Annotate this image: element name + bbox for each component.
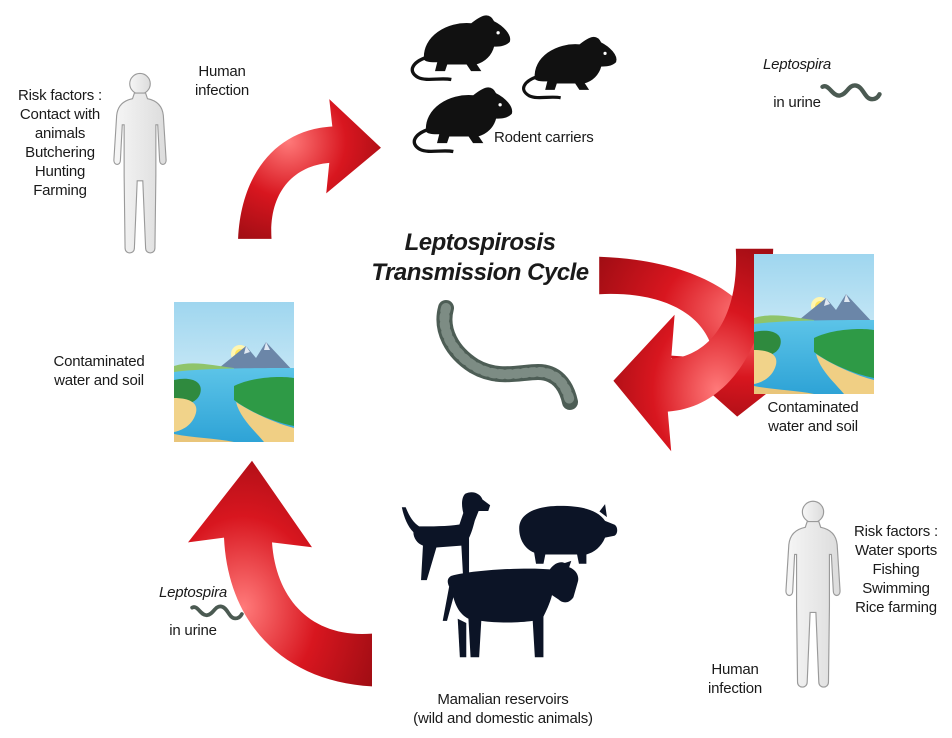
leptospira-top-italic: Leptospira: [763, 56, 831, 73]
cow-silhouette-icon: [443, 561, 579, 657]
water-landscape-icon: [174, 302, 294, 442]
human-infection-top-label: Human infection: [176, 62, 268, 100]
contaminated-left-label: Contaminated water and soil: [30, 352, 168, 390]
title-line-1: Leptospirosis: [330, 228, 630, 258]
rodent-carriers-label: Rodent carriers: [494, 128, 594, 147]
risk-factors-left-label: Risk factors : Contact with animals Butc…: [4, 86, 116, 200]
human-silhouette-icon: [114, 73, 166, 252]
cycle-arrow-icon: [238, 99, 381, 239]
diagram-title: Leptospirosis Transmission Cycle: [330, 228, 630, 288]
pig-silhouette-icon: [514, 504, 618, 564]
rat-silhouette-icon: [412, 16, 509, 80]
human-silhouette-icon: [786, 501, 840, 687]
leptospira-bottom-rest: in urine: [169, 622, 217, 639]
leptospira-top-rest: in urine: [773, 94, 821, 111]
leptospira-urine-top-label: Leptospira in urine: [752, 36, 842, 112]
leptospira-urine-bottom-label: Leptospira in urine: [148, 564, 238, 640]
leptospira-bottom-italic: Leptospira: [159, 584, 227, 601]
dog-silhouette-icon: [402, 492, 490, 580]
title-line-2: Transmission Cycle: [330, 258, 630, 288]
leptospira-large-icon: [444, 308, 570, 402]
risk-factors-right-label: Risk factors : Water sports Fishing Swim…: [842, 522, 950, 617]
human-infection-bottom-label: Human infection: [690, 660, 780, 698]
water-landscape-icon: [754, 254, 874, 394]
rat-silhouette-icon: [524, 37, 616, 97]
contaminated-right-label: Contaminated water and soil: [742, 398, 884, 436]
mammalian-reservoirs-label: Mamalian reservoirs (wild and domestic a…: [388, 690, 618, 728]
